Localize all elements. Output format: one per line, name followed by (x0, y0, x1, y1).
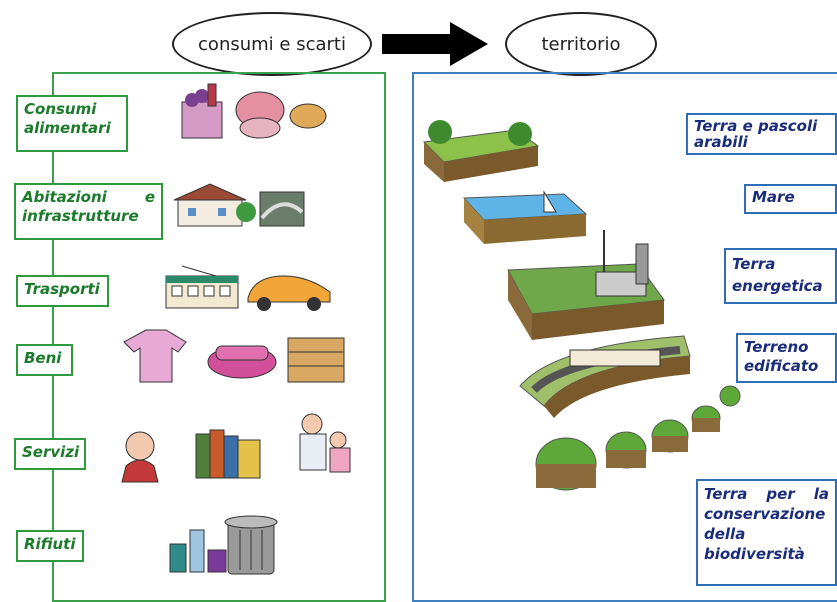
label-text: Trasporti (24, 280, 100, 298)
transport-icon (165, 265, 331, 311)
services-icon (121, 413, 351, 483)
consumi-e-scarti-oval: consumi e scarti (172, 12, 372, 76)
label-abitazioni-infrastrutture: Abitazioni e infrastrutture (14, 183, 163, 240)
label-mare: Mare (744, 184, 837, 214)
label-text: Terreno edificato (744, 338, 819, 375)
label-text: Servizi (22, 443, 80, 461)
label-servizi: Servizi (14, 438, 86, 470)
label-beni: Beni (16, 344, 73, 376)
arable-land-block (422, 120, 540, 182)
right-arrow-icon (382, 22, 488, 66)
house-icon (173, 183, 305, 227)
label-terra-pascoli: Terra e pascoli arabili (686, 113, 837, 155)
goods-icon (123, 329, 345, 383)
label-text: Mare (752, 188, 795, 206)
label-text: Consumi alimentari (24, 100, 111, 137)
label-terra-biodiversita: Terra per la conservazione della biodive… (696, 479, 837, 586)
waste-icon (169, 515, 278, 575)
label-text: Terra e pascoli arabili (694, 117, 818, 151)
territorio-oval: territorio (505, 12, 657, 76)
label-text: Abitazioni e infrastrutture (22, 188, 155, 225)
built-land-block (519, 335, 691, 418)
sea-block (462, 190, 588, 244)
label-text: Rifiuti (24, 535, 76, 553)
label-text: Terra energetica (732, 255, 823, 295)
label-trasporti: Trasporti (16, 275, 109, 307)
label-text: Terra per la conservazione della biodive… (704, 485, 829, 563)
label-text: Beni (24, 349, 62, 367)
biodiversity-land-blocks (535, 385, 741, 491)
label-consumi-alimentari: Consumi alimentari (16, 95, 128, 152)
energy-land-block (507, 230, 665, 340)
label-terra-energetica: Terra energetica (724, 248, 837, 304)
label-rifiuti: Rifiuti (16, 530, 84, 562)
label-terreno-edificato: Terreno edificato (736, 333, 837, 383)
food-icon (181, 83, 327, 139)
